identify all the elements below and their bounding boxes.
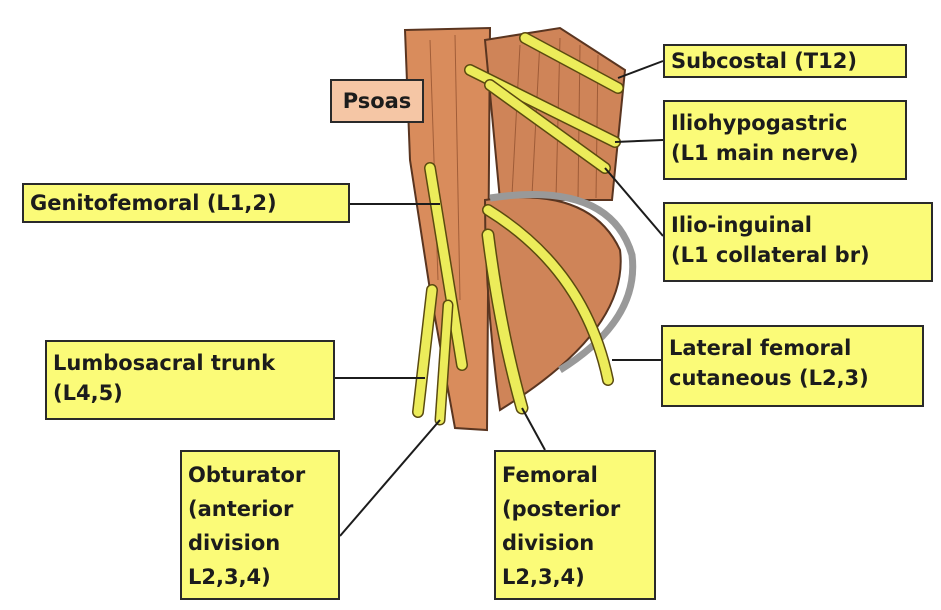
ilioinguinal-label: Ilio-inguinal (L1 collateral br)	[663, 202, 933, 282]
subcostal-label: Subcostal (T12)	[663, 44, 907, 78]
lumbosacral-label: Lumbosacral trunk (L4,5)	[45, 340, 335, 420]
lateral-femoral-label: Lateral femoral cutaneous (L2,3)	[661, 325, 924, 407]
psoas-label: Psoas	[330, 79, 424, 123]
iliacus-muscle	[485, 197, 621, 410]
obturator-label: Obturator (anterior division L2,3,4)	[180, 450, 340, 600]
genitofemoral-label: Genitofemoral (L1,2)	[22, 183, 350, 223]
femoral-label: Femoral (posterior division L2,3,4)	[494, 450, 656, 600]
iliohypogastric-label: Iliohypogastric (L1 main nerve)	[663, 100, 907, 180]
